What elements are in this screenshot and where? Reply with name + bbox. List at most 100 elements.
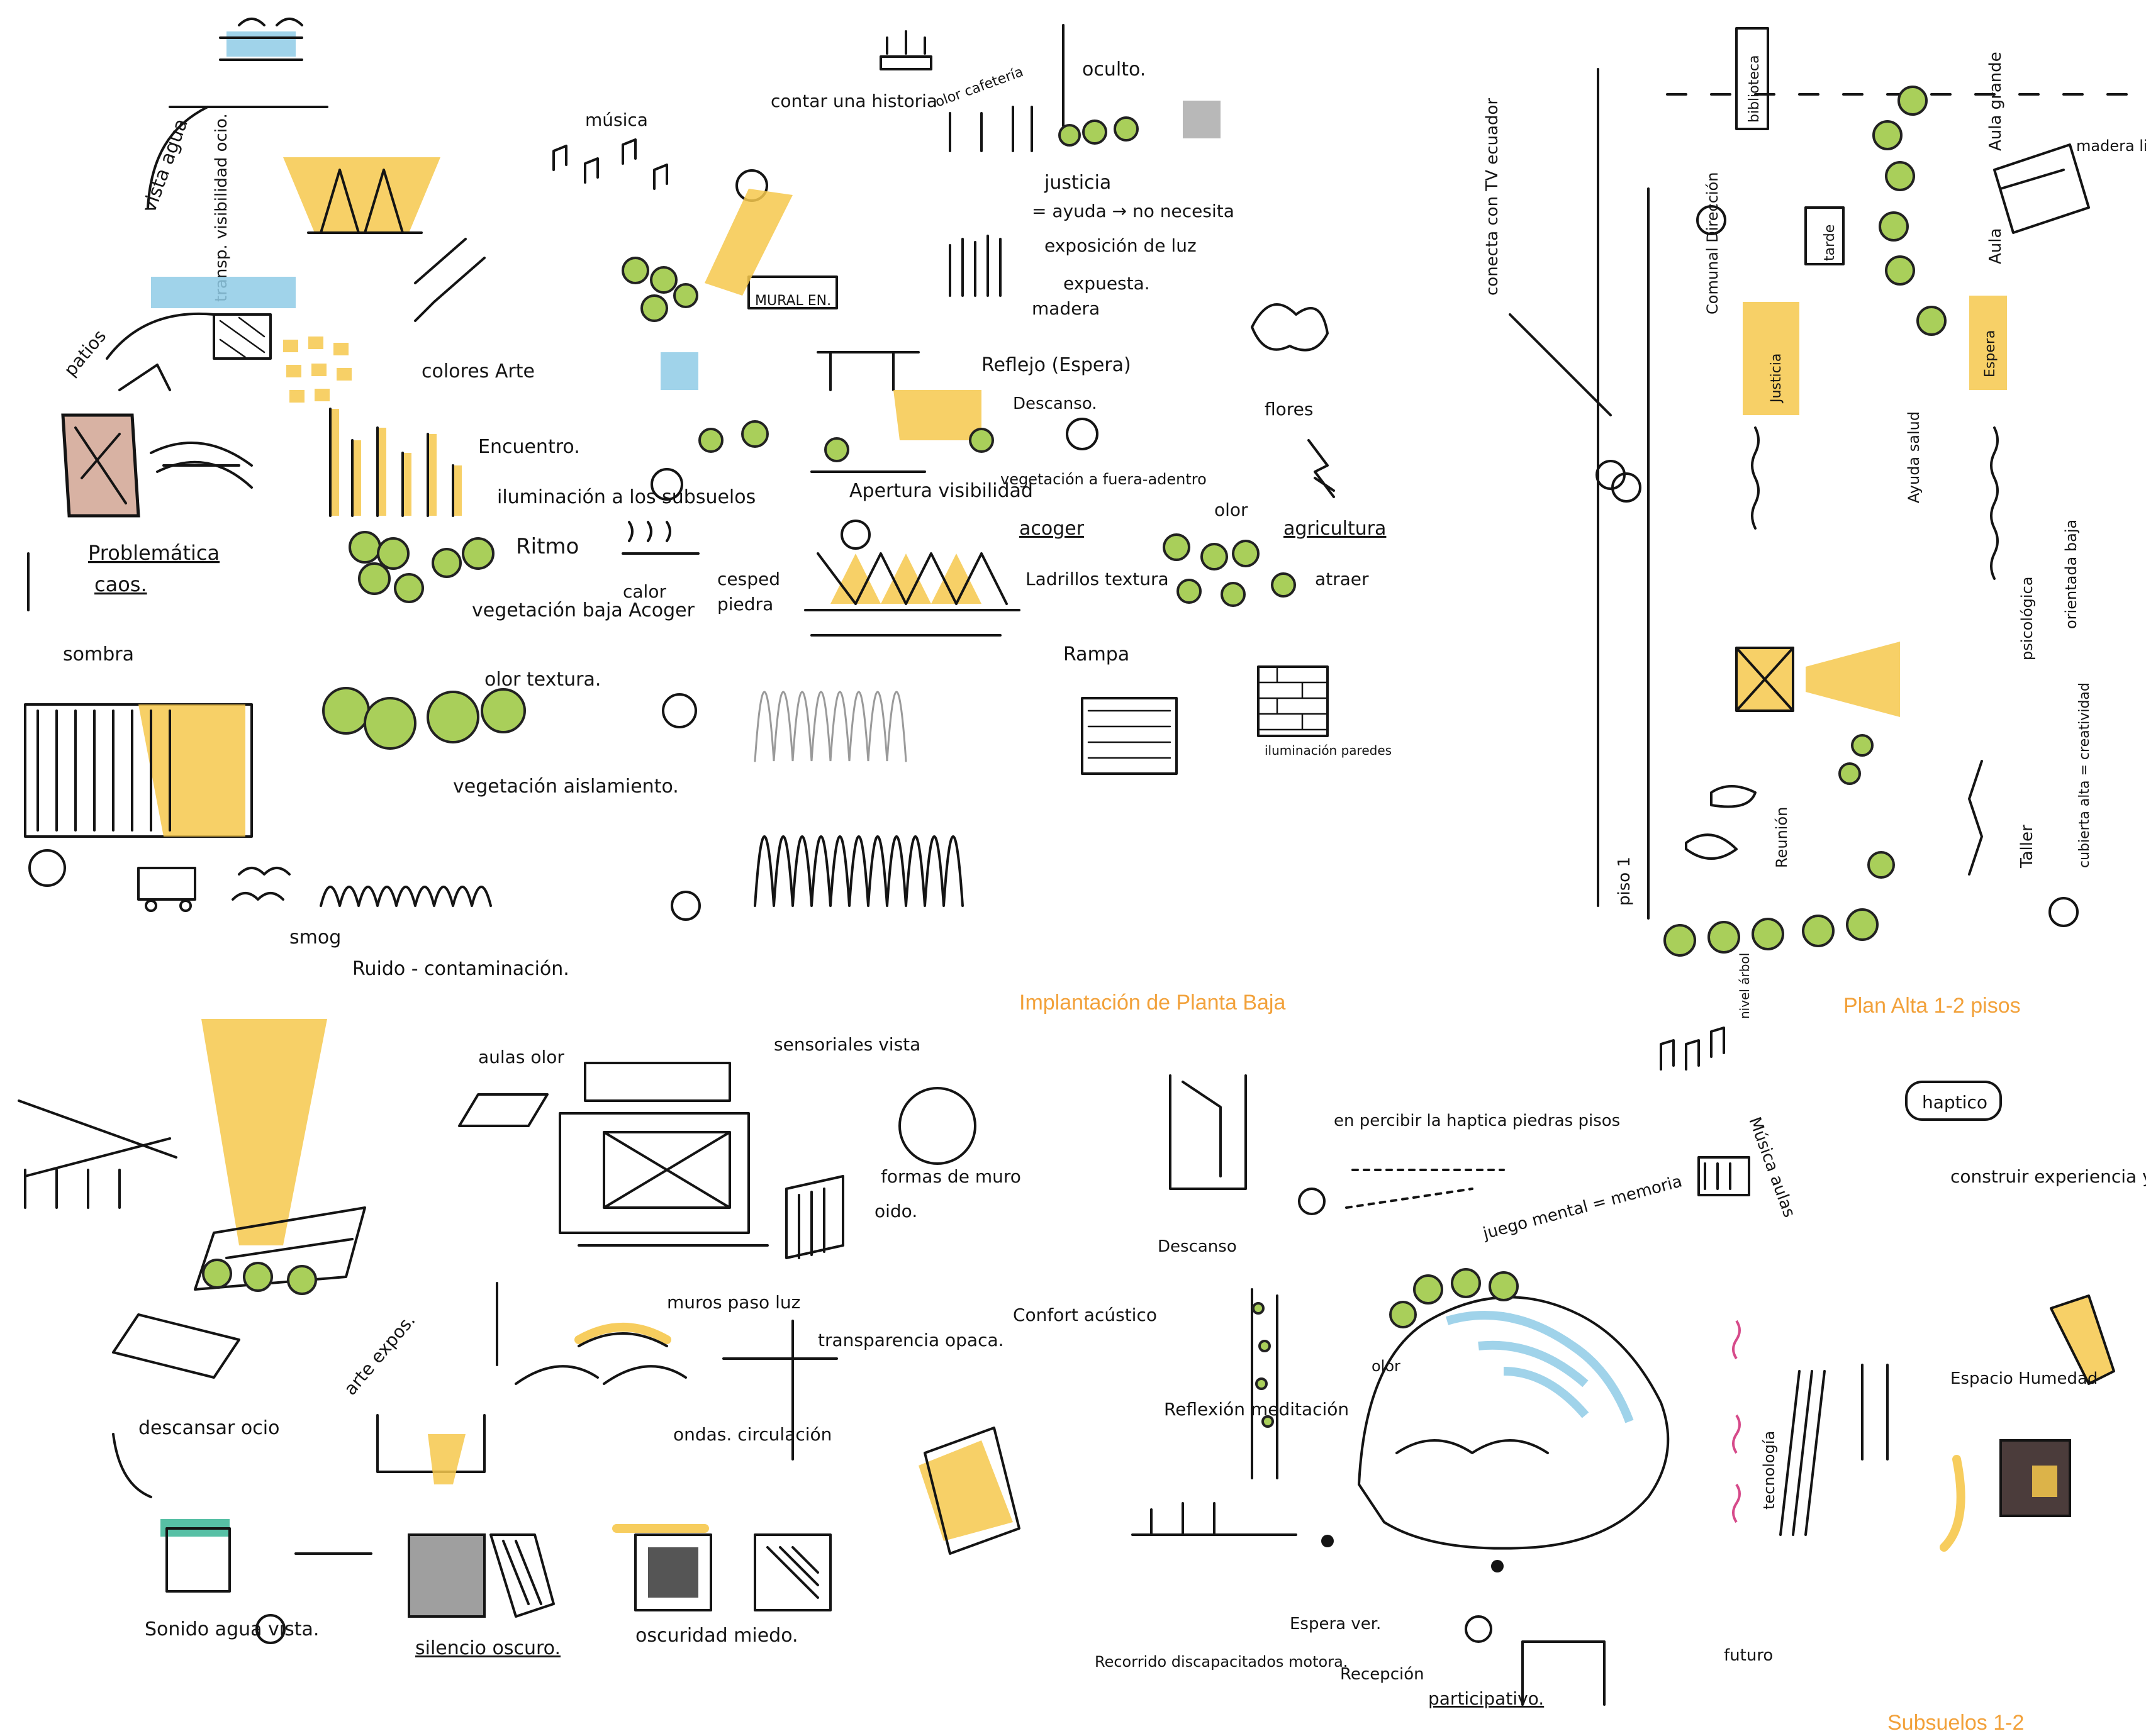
label-ladrillos: Ladrillos textura: [1025, 569, 1169, 589]
dot-right: [1491, 1560, 1504, 1572]
label-olor-2: olor: [1372, 1357, 1400, 1375]
water-strip: [151, 277, 296, 308]
label-vegetacion-aislamiento: vegetación aislamiento.: [453, 776, 679, 798]
humidity-yellow: [2051, 1296, 2114, 1384]
water-window-sketch: [226, 31, 296, 57]
hatch-lines: [219, 316, 265, 359]
taller-zigzag: [1968, 760, 1983, 876]
basement-left: arte expos. descansar ocio Sonido agua v…: [18, 1019, 1021, 1659]
humidity-window: [2032, 1466, 2057, 1497]
espera-yellow: [1969, 296, 2007, 390]
silence-hatch: [489, 1533, 555, 1618]
marker-circle-f3: [841, 520, 871, 550]
wall-shapes-sketch: [785, 1175, 844, 1259]
reflection-wall: [1251, 1288, 1278, 1479]
marker-circle-2: [1465, 1615, 1492, 1643]
flower-cloud: [1251, 303, 1329, 352]
brick-pattern: [1257, 665, 1329, 731]
marker-circle-f: [1066, 418, 1098, 450]
pencil-sketch: [414, 238, 486, 322]
label-madera-ligera: madera ligera: [2076, 137, 2146, 155]
label-muros-luz: muros paso luz: [667, 1292, 800, 1313]
bus-sketch: [137, 867, 196, 901]
darkness-inner: [648, 1547, 698, 1598]
marker-circle-t2: [2048, 897, 2079, 927]
meditation-figures: [1131, 1502, 1297, 1536]
label-orientada-baja: orientada baja: [2062, 520, 2080, 629]
flower-stems: [1307, 439, 1335, 498]
label-iluminacion-paredes: iluminación paredes: [1265, 743, 1392, 758]
label-sonido-agua: Sonido agua vista.: [145, 1618, 319, 1640]
transparency-axis: [722, 1320, 838, 1461]
connector-lines: [496, 1244, 769, 1366]
label-arte-expos: arte expos.: [340, 1310, 420, 1399]
haptic-box: [1905, 1081, 2002, 1121]
label-psicologica: psicológica: [2018, 577, 2036, 660]
water-sound-box: [165, 1527, 231, 1593]
tarde-box: [1804, 206, 1845, 265]
justicia-yellow: [1743, 302, 1799, 415]
yellow-light-wash: [283, 157, 440, 233]
vegetation-cluster-agri: [1163, 533, 1296, 607]
label-taller: Taller: [2018, 825, 2037, 869]
humidity-arc: [1940, 1455, 1965, 1552]
people-figures: [949, 106, 1033, 152]
marker-circle-v: [1298, 1188, 1326, 1215]
cafeteria-sketch: [880, 30, 932, 70]
label-participativo: participativo.: [1428, 1688, 1544, 1709]
marker-circle-i: [28, 849, 66, 887]
spring-coil-left: [1751, 426, 1760, 530]
label-futuro: futuro: [1724, 1646, 1773, 1665]
vegetation-trio: [202, 1259, 317, 1295]
label-encuentro: Encuentro.: [478, 436, 580, 458]
grey-block: [1183, 101, 1221, 138]
music-notes-2: [1660, 1027, 1725, 1071]
yellow-light-beam: [1806, 642, 1900, 717]
label-vegetacion-baja: vegetación baja Acoger: [472, 599, 695, 621]
classroom-desk: [1993, 143, 2090, 234]
label-espacio-humedad: Espacio Humedad: [1950, 1369, 2098, 1388]
label-haptico: haptico: [1922, 1092, 1987, 1113]
skylight-platform: [194, 1206, 366, 1291]
marker-circle-s3: [1611, 472, 1641, 503]
wood-slats: [949, 235, 1002, 297]
patios-arrow: [118, 364, 171, 391]
marker-circle-f2: [651, 468, 683, 501]
opaque-wall-yellow: [919, 1440, 1013, 1541]
label-vista-agua: vista agua: [138, 116, 193, 216]
dot-left: [1321, 1535, 1334, 1547]
label-acoger: acoger: [1019, 518, 1085, 540]
yellow-patio-grid: [283, 337, 352, 403]
noise-waves: [320, 886, 492, 907]
label-olor: olor: [1214, 499, 1248, 520]
water-window-frame: [219, 18, 303, 61]
label-sombra: sombra: [63, 643, 134, 665]
label-cesped: cesped: [717, 569, 780, 589]
label-descanso: Descanso.: [1013, 394, 1097, 413]
brick-wall: [1257, 665, 1329, 737]
label-aula-grande: Aula grande: [1986, 52, 2005, 151]
label-madera: madera: [1032, 298, 1100, 319]
ramp-block: [1081, 697, 1178, 775]
patios-arc: [106, 312, 215, 360]
vegetation-cluster-reunion: [1838, 734, 1895, 879]
label-oculto: oculto.: [1082, 58, 1146, 81]
label-oido: oido.: [875, 1201, 917, 1221]
label-oscuridad: oscuridad miedo.: [635, 1625, 798, 1647]
mural-frame: [747, 275, 838, 309]
label-ruido: Ruido - contaminación.: [352, 958, 569, 980]
label-apertura: Apertura visibilidad: [849, 480, 1033, 502]
label-percepcion: en percibir la haptica piedras pisos: [1334, 1111, 1620, 1130]
label-iluminacion-subsuelos: iluminación a los subsuelos: [497, 486, 756, 508]
label-aula: Aula: [1986, 228, 2005, 264]
skylight-yellow: [201, 1019, 327, 1245]
label-nivel-arbol: nivel árbol: [1737, 953, 1752, 1019]
label-formas-muro: formas de muro: [881, 1166, 1021, 1187]
ramp-lines: [1087, 709, 1171, 759]
label-confort: Confort acústico: [1013, 1305, 1157, 1325]
view-arrow: [147, 106, 209, 209]
shade-yellow-light: [138, 704, 245, 837]
label-mural: MURAL EN.: [755, 293, 831, 309]
label-ondas: ondas. circulación: [673, 1424, 832, 1445]
tech-wall: [1779, 1370, 1826, 1536]
